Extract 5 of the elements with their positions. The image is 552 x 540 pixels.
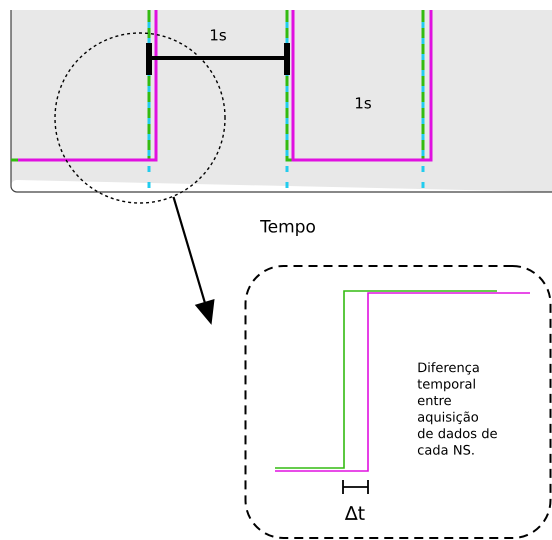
delta-label: ∆t [344, 506, 365, 520]
label: 1s [356, 97, 371, 109]
label: 1s [210, 29, 226, 41]
label: Tempo [260, 220, 315, 236]
description-text: Diferença temporal entre aquisição de dados de cada NS. [418, 362, 497, 455]
